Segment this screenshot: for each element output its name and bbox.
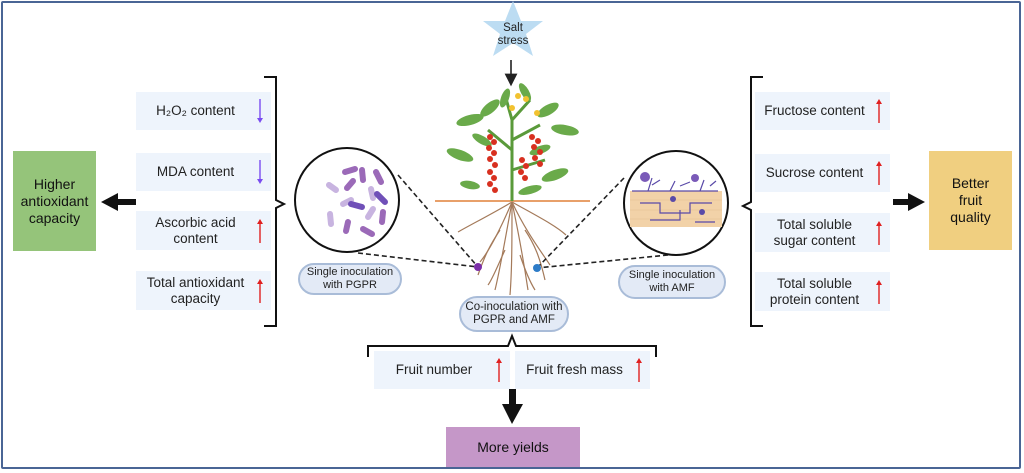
arrow-up-icon: [876, 99, 882, 123]
outcome-more-yields: More yields: [446, 427, 580, 467]
tomato-plant-icon: [446, 83, 579, 201]
bottom-bracket: [367, 333, 657, 357]
param-label: Sucrose content: [765, 165, 864, 180]
treatment-pgpr: Single inoculation with PGPR: [298, 263, 402, 295]
arrow-up-icon: [876, 279, 882, 304]
param-label: Total soluble protein content: [769, 275, 860, 307]
param-label: Fructose content: [764, 103, 865, 118]
amf-root-dot: [533, 264, 541, 272]
param-fruit-fresh-mass: Fruit fresh mass: [515, 351, 650, 389]
treatment-pgpr-label: Single inoculation with PGPR: [306, 266, 394, 291]
salt-stress-star-icon: [483, 1, 543, 56]
zoom-connectors: [357, 174, 669, 269]
arrow-down-icon: [257, 99, 263, 123]
param-label: Fruit fresh mass: [526, 362, 623, 377]
arrow-up-icon: [257, 278, 263, 303]
arrow-up-icon: [876, 220, 882, 245]
param-label: H₂O₂ content: [156, 103, 235, 118]
param-soluble-protein: Total soluble protein content: [755, 272, 890, 311]
arrow-up-icon: [876, 161, 882, 185]
param-label: Ascorbic acid content: [155, 214, 236, 246]
outcome-antioxidant-label: Higher antioxidant capacity: [20, 175, 89, 226]
right-outcome-arrow: [893, 193, 925, 211]
right-bracket: [740, 76, 763, 327]
bacteria-icon: [294, 147, 400, 253]
param-label: Total antioxidant capacity: [146, 274, 245, 306]
arrow-up-icon: [496, 358, 502, 382]
bottom-outcome-arrow: [502, 389, 523, 424]
param-label: Fruit number: [395, 362, 473, 377]
param-mda: MDA content: [136, 153, 271, 191]
param-fruit-number: Fruit number: [374, 351, 510, 389]
outcome-antioxidant: Higher antioxidant capacity: [13, 151, 96, 251]
arrow-up-icon: [636, 358, 642, 382]
param-label: MDA content: [156, 164, 235, 179]
treatment-co-inoculation: Co-inoculation with PGPR and AMF: [459, 296, 569, 332]
arrow-up-icon: [257, 218, 263, 243]
plant-roots: [457, 201, 567, 296]
outcome-fruit-quality: Better fruit quality: [929, 151, 1012, 250]
left-outcome-arrow: [101, 193, 136, 211]
outcome-more-yields-label: More yields: [477, 438, 549, 455]
treatment-amf-label: Single inoculation with AMF: [628, 269, 716, 294]
param-soluble-sugar: Total soluble sugar content: [755, 213, 890, 252]
outcome-fruit-quality-label: Better fruit quality: [950, 175, 991, 225]
treatment-co-label: Co-inoculation with PGPR and AMF: [465, 301, 563, 326]
param-sucrose: Sucrose content: [755, 154, 890, 192]
param-h2o2: H₂O₂ content: [136, 92, 271, 130]
treatment-amf: Single inoculation with AMF: [618, 265, 726, 299]
left-bracket: [264, 76, 287, 327]
param-fructose: Fructose content: [755, 92, 890, 130]
salt-stress-line1: Salt: [503, 22, 523, 34]
salt-stress-line2: stress: [497, 35, 529, 47]
arrow-down-icon: [257, 160, 263, 184]
mycorrhiza-icon: [623, 150, 729, 256]
param-label: Total soluble sugar content: [773, 216, 856, 248]
pgpr-root-dot: [474, 263, 482, 271]
param-ascorbic-acid: Ascorbic acid content: [136, 211, 271, 250]
param-total-antioxidant: Total antioxidant capacity: [136, 271, 271, 310]
salt-stress-label: Salt stress: [483, 22, 543, 48]
